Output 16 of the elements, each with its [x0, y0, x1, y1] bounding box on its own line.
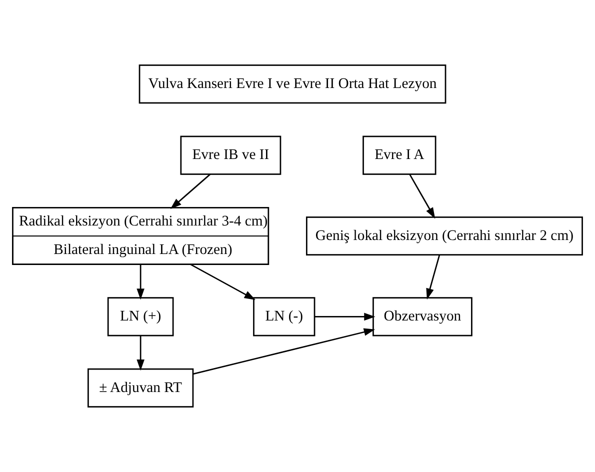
node-box: ± Adjuvan RT [88, 368, 194, 408]
node-box: LN (-) [253, 297, 316, 336]
arrow [426, 254, 440, 300]
arrow [193, 328, 376, 375]
arrow [170, 174, 211, 209]
arrow [314, 312, 376, 321]
node-box: LN (+) [107, 297, 174, 336]
arrow [190, 264, 256, 300]
arrow [409, 174, 436, 219]
arrow [136, 264, 144, 300]
arrow [136, 336, 144, 371]
node-box: Vulva Kanseri Evre I ve Evre II Orta Hat Lezyon [138, 64, 446, 104]
node-box: Geniş lokal eksizyon (Cerrahi sınırlar 2 cm) [306, 216, 583, 256]
node-box: Obzervasyon [372, 297, 472, 336]
node-box: Evre I A [362, 136, 436, 175]
node-box: Evre IB ve II [180, 136, 282, 175]
